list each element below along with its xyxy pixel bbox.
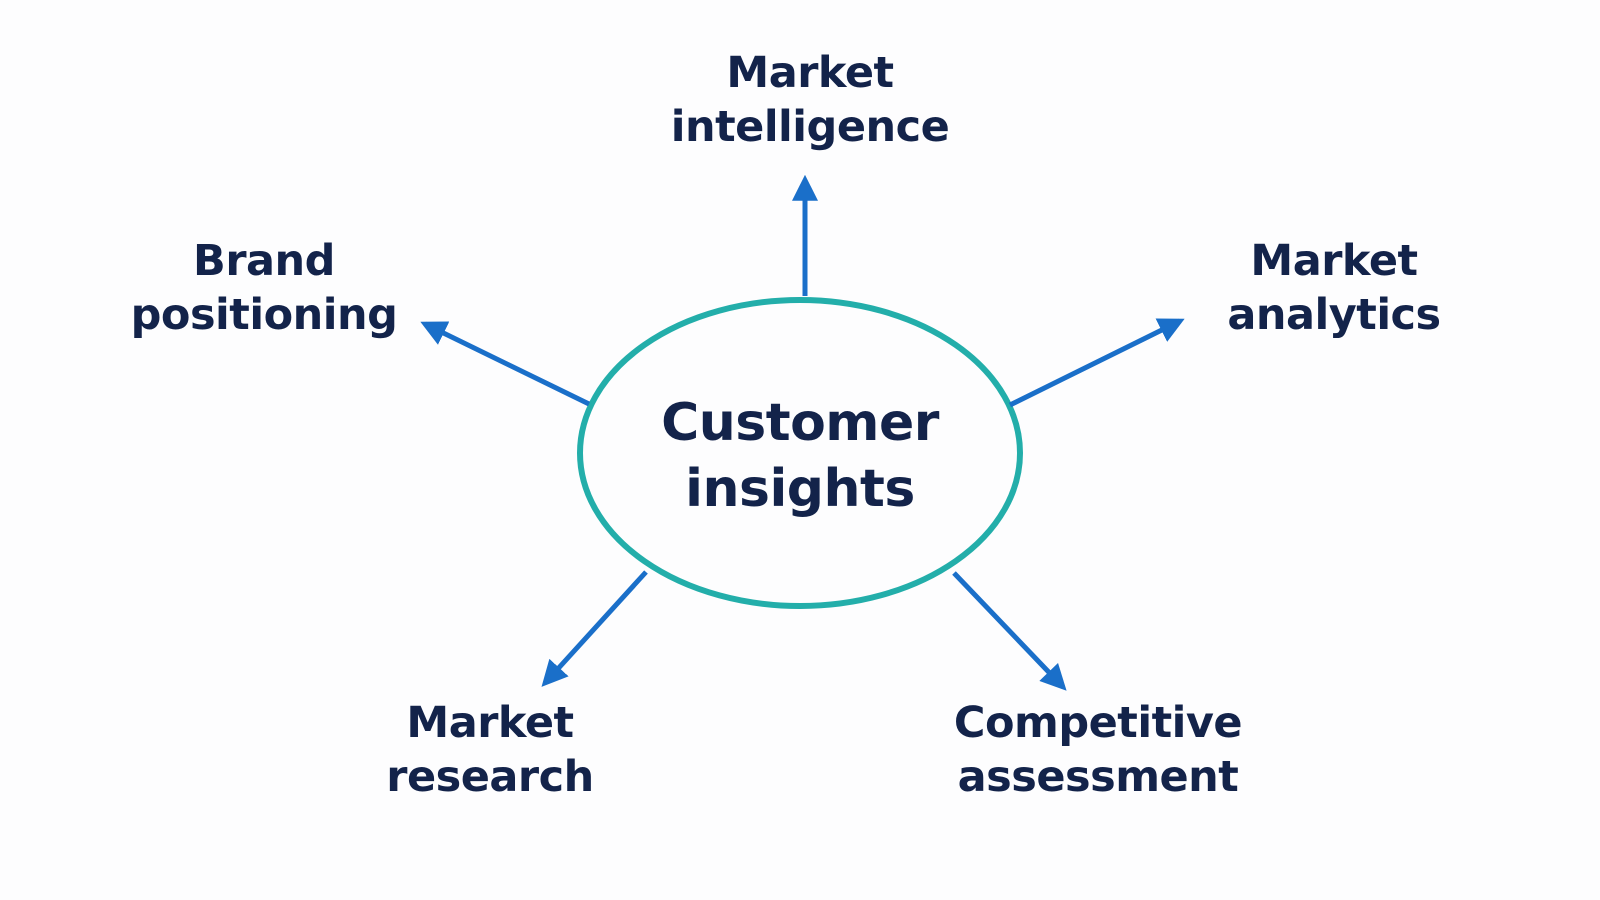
node-market-research-line1: Market	[406, 698, 574, 748]
node-brand-positioning-line2: positioning	[130, 290, 398, 340]
arrow-to-market-analytics	[1008, 318, 1185, 408]
center-ellipse	[577, 297, 1023, 609]
node-market-research-line2: research	[386, 752, 594, 802]
center-label-line1: Customer	[661, 393, 939, 453]
node-market-research: Market research	[386, 696, 594, 804]
arrow-to-competitive-assessment	[952, 571, 1067, 691]
node-brand-positioning: Brand positioning	[131, 234, 398, 342]
node-market-intelligence-line2: intelligence	[670, 102, 950, 152]
center-label: Customer insights	[661, 390, 939, 522]
arrow-to-market-research	[541, 570, 648, 687]
node-market-analytics-line2: analytics	[1227, 290, 1441, 340]
center-label-line2: insights	[685, 459, 915, 519]
node-market-analytics: Market analytics	[1227, 234, 1441, 342]
node-competitive-assessment-line1: Competitive	[953, 698, 1243, 748]
node-market-analytics-line1: Market	[1250, 236, 1418, 286]
node-competitive-assessment-line2: assessment	[957, 752, 1239, 802]
arrow-to-brand-positioning	[420, 321, 591, 407]
node-competitive-assessment: Competitive assessment	[953, 696, 1243, 804]
node-market-intelligence: Market intelligence	[671, 46, 950, 154]
node-brand-positioning-line1: Brand	[193, 236, 335, 286]
node-market-intelligence-line1: Market	[726, 48, 894, 98]
